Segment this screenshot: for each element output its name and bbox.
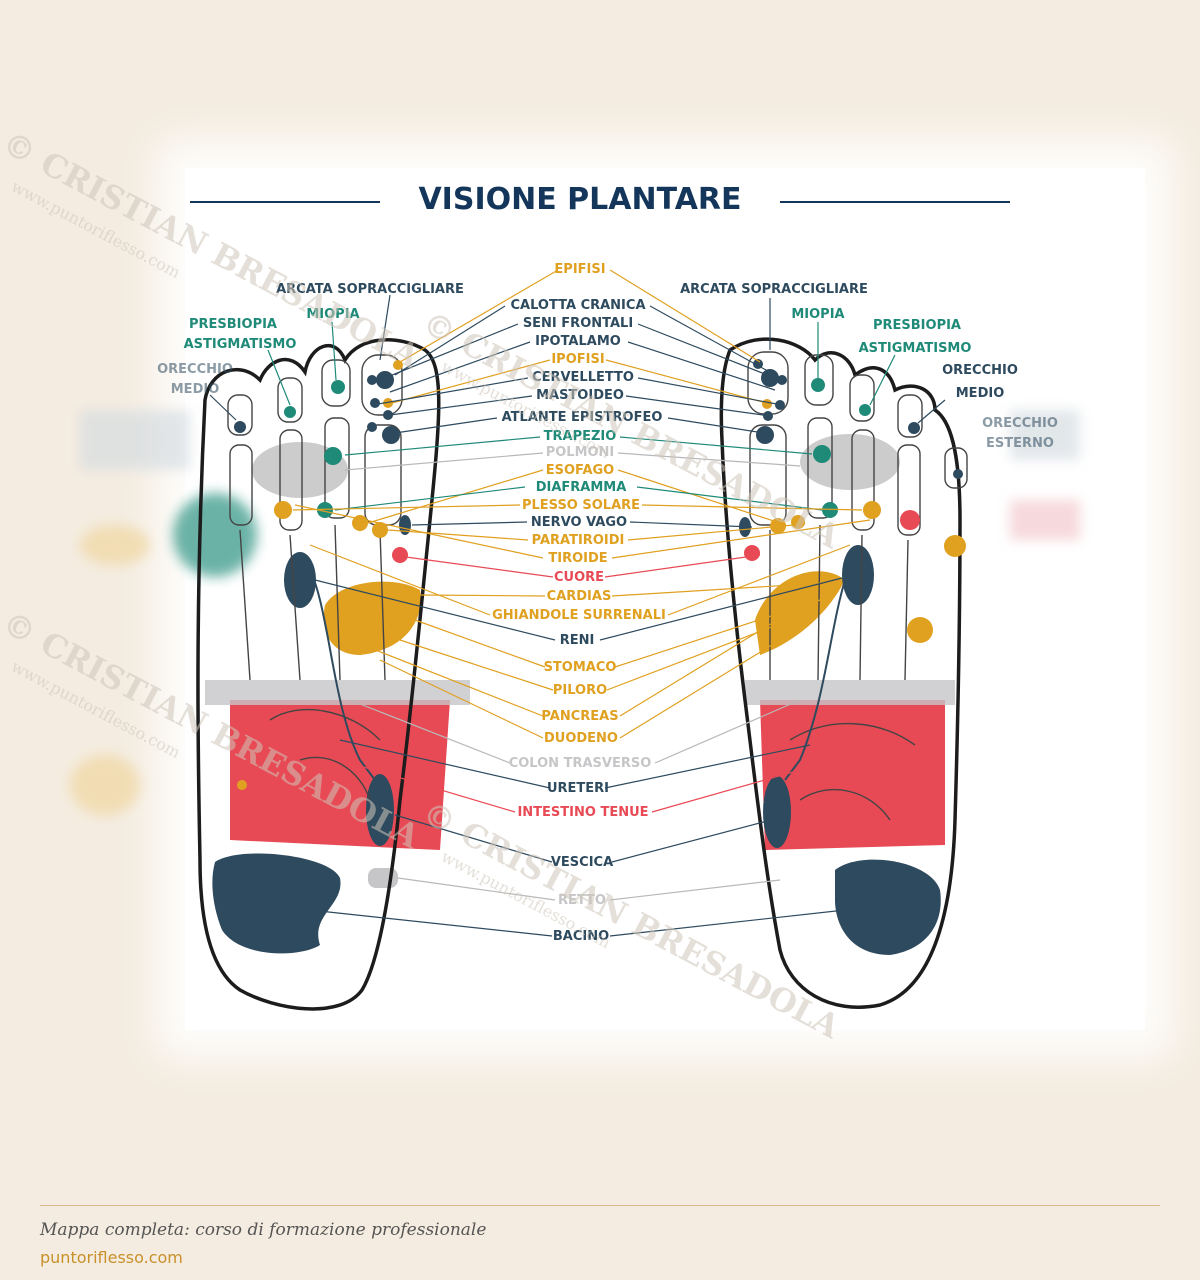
label-orecchio-left: ORECCHIO	[157, 362, 233, 377]
left-pt-orecchio	[234, 421, 246, 433]
label-cardias: CARDIAS	[547, 589, 612, 604]
gray-blur-left	[80, 410, 190, 470]
label-intestino-tenue: INTESTINO TENUE	[517, 805, 648, 820]
label-stomaco: STOMACO	[544, 660, 617, 675]
right-pt-orange2	[907, 617, 933, 643]
left-pt-atlante2	[367, 422, 377, 432]
footer-caption: Mappa completa: corso di formazione prof…	[40, 1220, 486, 1240]
footer-divider	[40, 1205, 1160, 1206]
label-miopia-right: MIOPIA	[791, 307, 844, 322]
right-foot	[721, 339, 967, 1007]
red-blur-right	[1010, 500, 1080, 540]
right-pt-plesso	[863, 501, 881, 519]
left-rectum	[368, 868, 398, 888]
label-diaframma: DIAFRAMMA	[536, 480, 627, 495]
label-tiroide: TIROIDE	[548, 551, 607, 566]
label-arcata-sopracciliare-right: ARCATA SOPRACCIGLIARE	[680, 282, 868, 297]
right-lung-zone	[800, 434, 900, 490]
label-epifisi: EPIFISI	[554, 262, 605, 277]
right-pt-atlante	[756, 426, 774, 444]
label-esofago: ESOFAGO	[546, 463, 614, 478]
left-pt-trapezio	[324, 447, 342, 465]
left-pt-cuore	[392, 547, 408, 563]
label-plesso-solare: PLESSO SOLARE	[522, 498, 640, 513]
left-pt-cervelletto	[370, 398, 380, 408]
footer-site-link[interactable]: puntoriflesso.com	[40, 1248, 183, 1267]
teal-blur-blob	[173, 493, 257, 577]
right-pt-cuore	[744, 545, 760, 561]
right-pt-red	[900, 510, 920, 530]
right-pt-presbiopia	[859, 404, 871, 416]
label-astigmatismo-left: ASTIGMATISMO	[184, 337, 297, 352]
left-pt-presbiopia	[284, 406, 296, 418]
left-foot	[198, 340, 470, 1009]
label-piloro: PILORO	[553, 683, 607, 698]
label-pancreas: PANCREAS	[541, 709, 618, 724]
label-orecchio-right: ORECCHIO	[942, 363, 1018, 378]
left-pt-seni	[367, 375, 377, 385]
right-pt-orange1	[944, 535, 966, 557]
left-pelvis-zone	[212, 853, 340, 953]
label-esterno-right: ESTERNO	[986, 436, 1054, 451]
orange-blur-left2	[70, 755, 140, 815]
right-pt-orecchio	[908, 422, 920, 434]
right-colon-zone	[745, 680, 955, 705]
label-medio-right: MEDIO	[956, 386, 1005, 401]
label-medio-left: MEDIO	[171, 382, 220, 397]
diagram-title: VISIONE PLANTARE	[418, 182, 741, 217]
left-pt-miopia	[331, 380, 345, 394]
label-ghiandole-surrenali: GHIANDOLE SURRENALI	[492, 608, 666, 623]
left-pt-extra	[237, 780, 247, 790]
title-block: VISIONE PLANTARE	[190, 182, 1010, 217]
label-paratiroidi: PARATIROIDI	[532, 533, 625, 548]
label-duodeno: DUODENO	[544, 731, 618, 746]
left-kidney	[284, 552, 316, 608]
right-kidney	[842, 545, 874, 605]
label-orecchio-esterno-right: ORECCHIO	[982, 416, 1058, 431]
right-pt-orecchio-esterno	[953, 469, 963, 479]
label-seni-frontali: SENI FRONTALI	[523, 316, 633, 331]
label-ipofisi: IPOFISI	[551, 352, 604, 367]
label-reni: RENI	[560, 633, 595, 648]
right-bladder	[763, 776, 791, 848]
label-ureteri: URETERI	[547, 781, 609, 796]
label-astigmatismo-right: ASTIGMATISMO	[859, 341, 972, 356]
right-pt-trapezio	[813, 445, 831, 463]
right-pelvis-zone	[835, 860, 941, 955]
label-presbiopia-right: PRESBIOPIA	[873, 318, 961, 333]
left-pt-plesso	[274, 501, 292, 519]
label-ipotalamo: IPOTALAMO	[535, 334, 621, 349]
orange-blur-left	[80, 525, 150, 565]
left-pt-atlante	[382, 426, 400, 444]
label-presbiopia-left: PRESBIOPIA	[189, 317, 277, 332]
label-nervo-vago: NERVO VAGO	[531, 515, 627, 530]
label-cuore: CUORE	[554, 570, 604, 585]
right-pt-miopia	[811, 378, 825, 392]
right-pt-ipofisi	[762, 399, 772, 409]
label-calotta-cranica: CALOTTA CRANICA	[510, 298, 645, 313]
label-colon-trasverso: COLON TRASVERSO	[509, 756, 652, 771]
